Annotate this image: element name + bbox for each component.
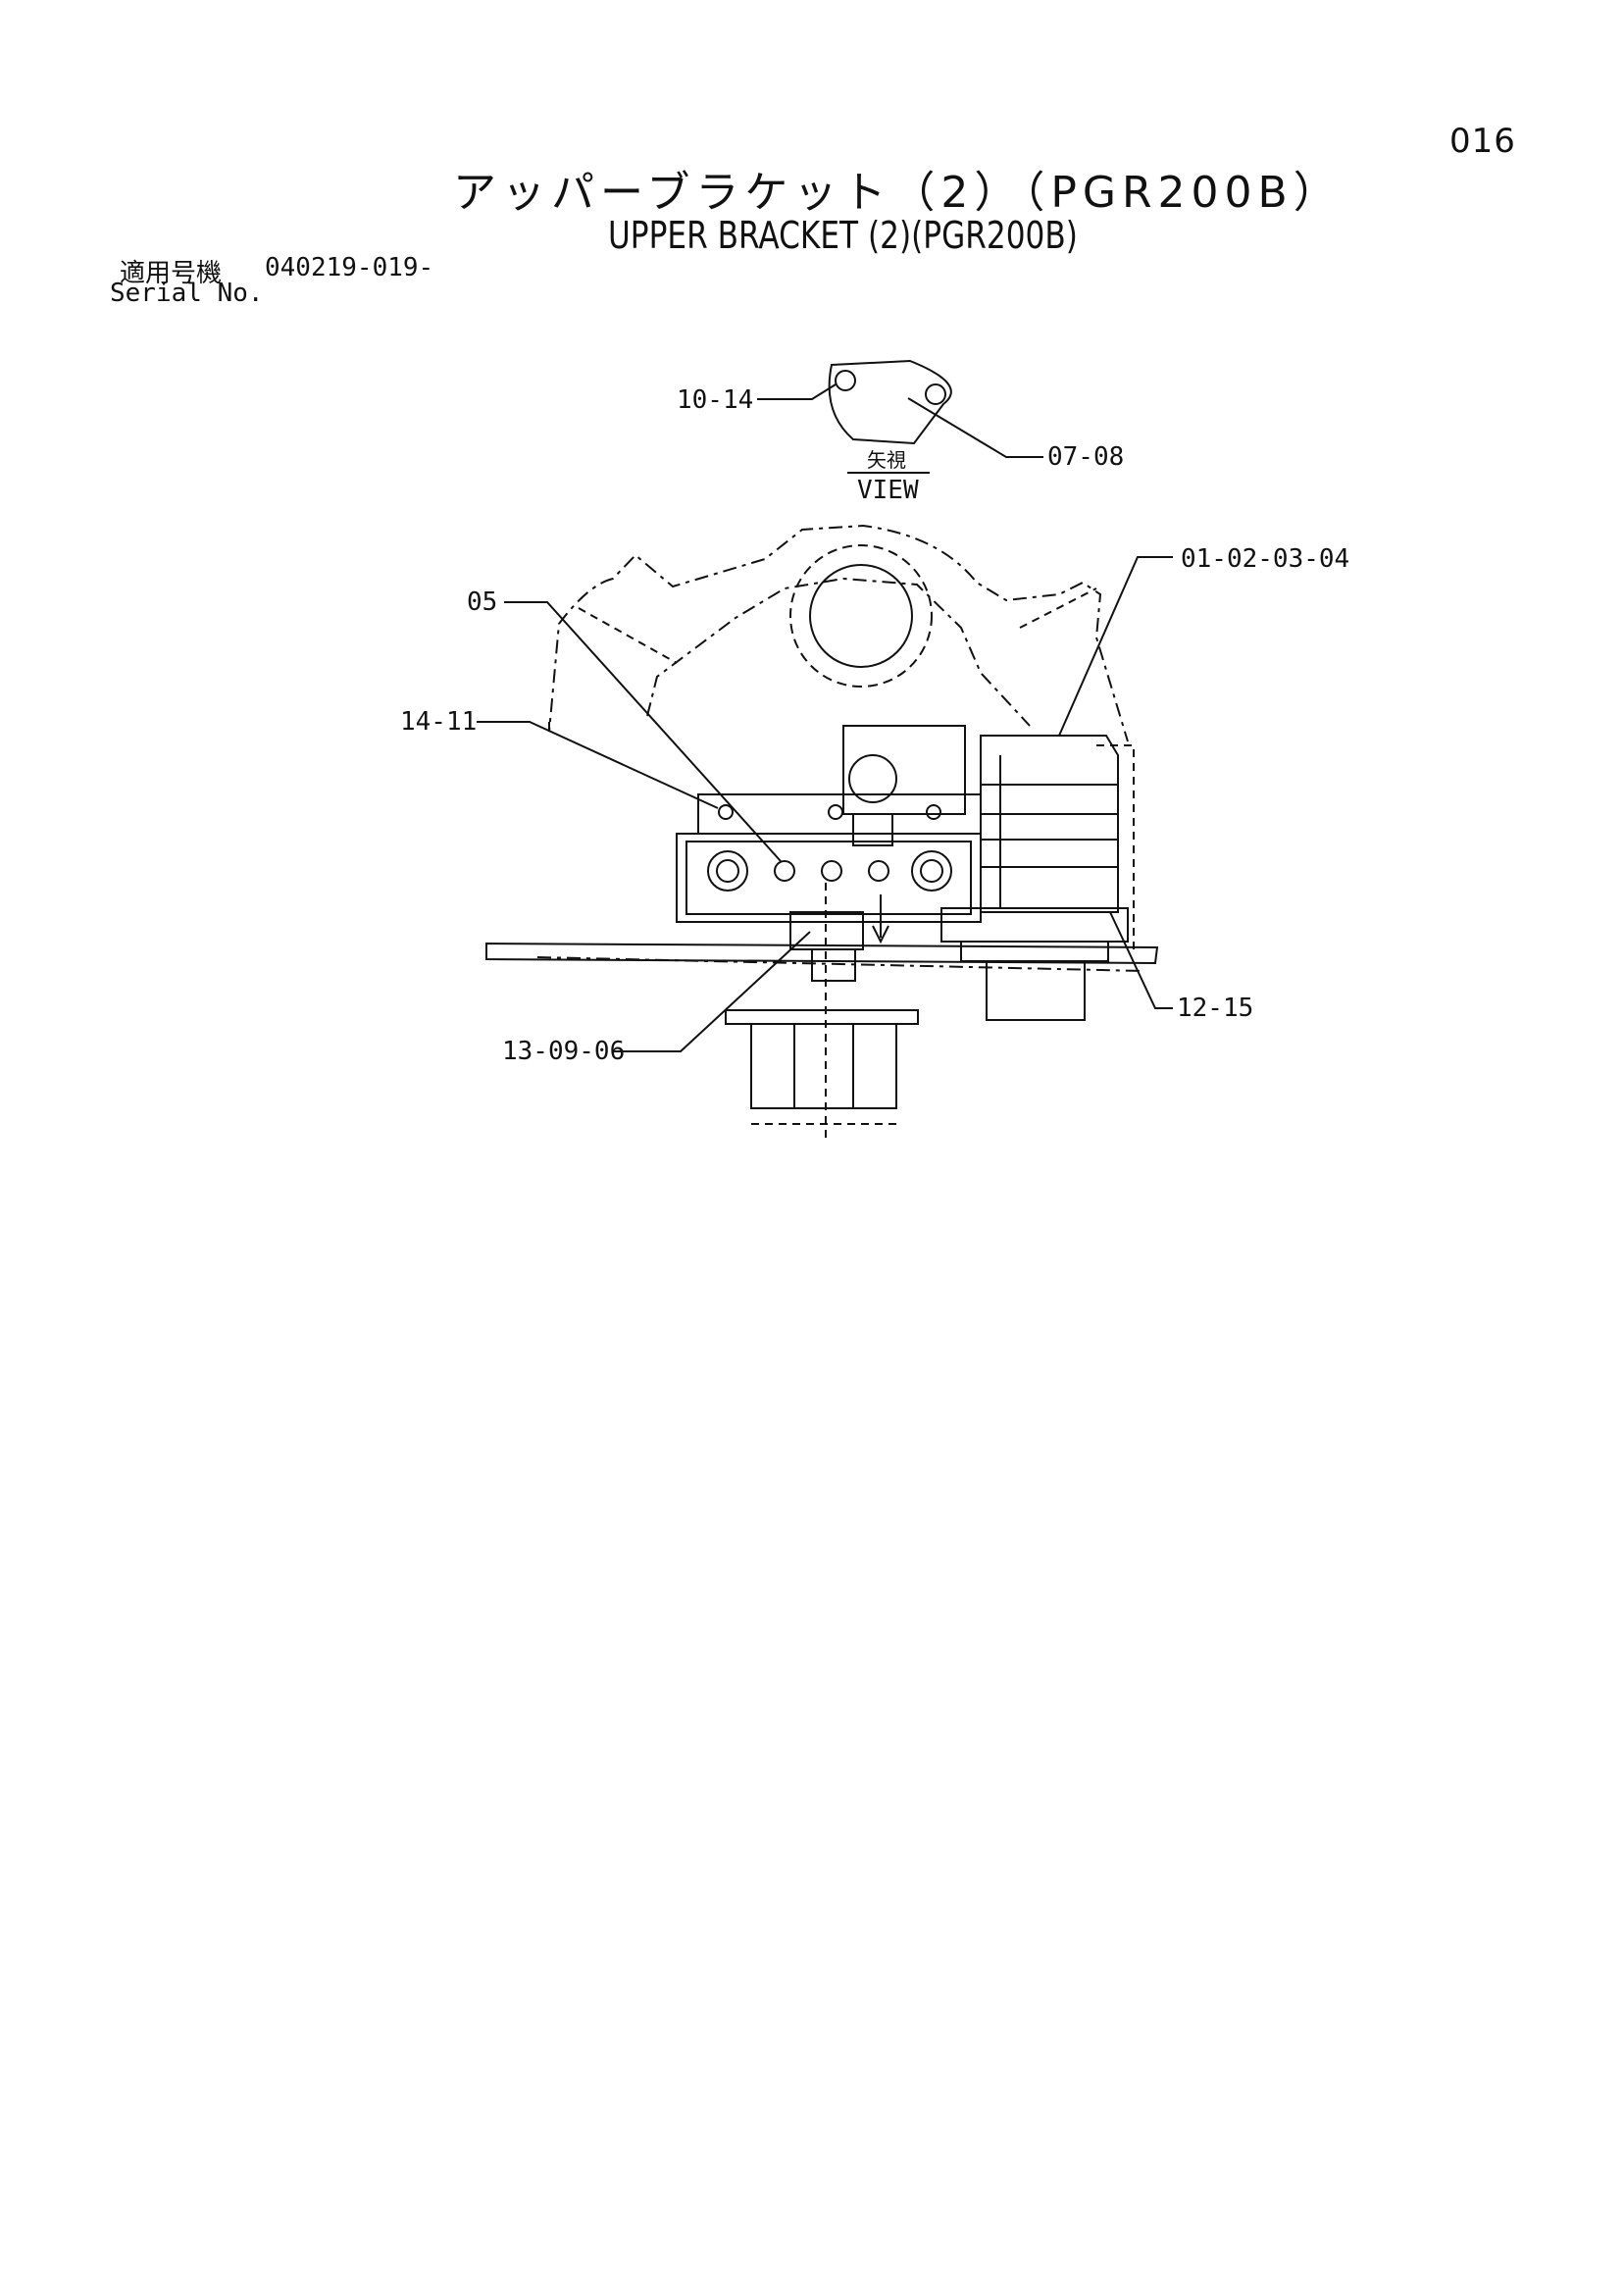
bracket-rail [676,833,982,923]
central-boss [789,544,933,688]
callout-12-15: 12-15 [1177,994,1253,1023]
callout-07-08: 07-08 [1047,442,1124,472]
base-plate [485,942,1159,965]
view-arrow [872,894,889,944]
page-number: 016 [1449,122,1516,161]
lower-centerline [751,883,896,1138]
callout-13-09-06: 13-09-06 [502,1037,625,1066]
callout-10-14: 10-14 [677,385,753,415]
view-plate [828,359,952,445]
frame-outline [536,524,1144,972]
callout-14-11: 14-11 [400,707,477,737]
title-english: UPPER BRACKET (2)(PGR200B) [608,214,1078,257]
serial-label-japanese: 適用号機 [120,259,223,288]
callout-01-02-03-04: 01-02-03-04 [1181,544,1349,574]
serial-label-english: Serial No. [110,279,264,308]
serial-number-value: 040219-019- [265,253,434,282]
view-label-english: VIEW [857,476,919,505]
view-leader-lines [757,383,1043,458]
valve-assembly [842,725,1129,1021]
title-japanese: アッパーブラケット（2）（PGR200B） [453,168,1343,218]
frame-inner-outline [578,587,1135,951]
callout-05: 05 [467,587,497,617]
view-label-japanese: 矢視 [867,448,906,472]
lower-cylinder [725,911,919,1109]
callout-leaders [477,556,1173,1052]
